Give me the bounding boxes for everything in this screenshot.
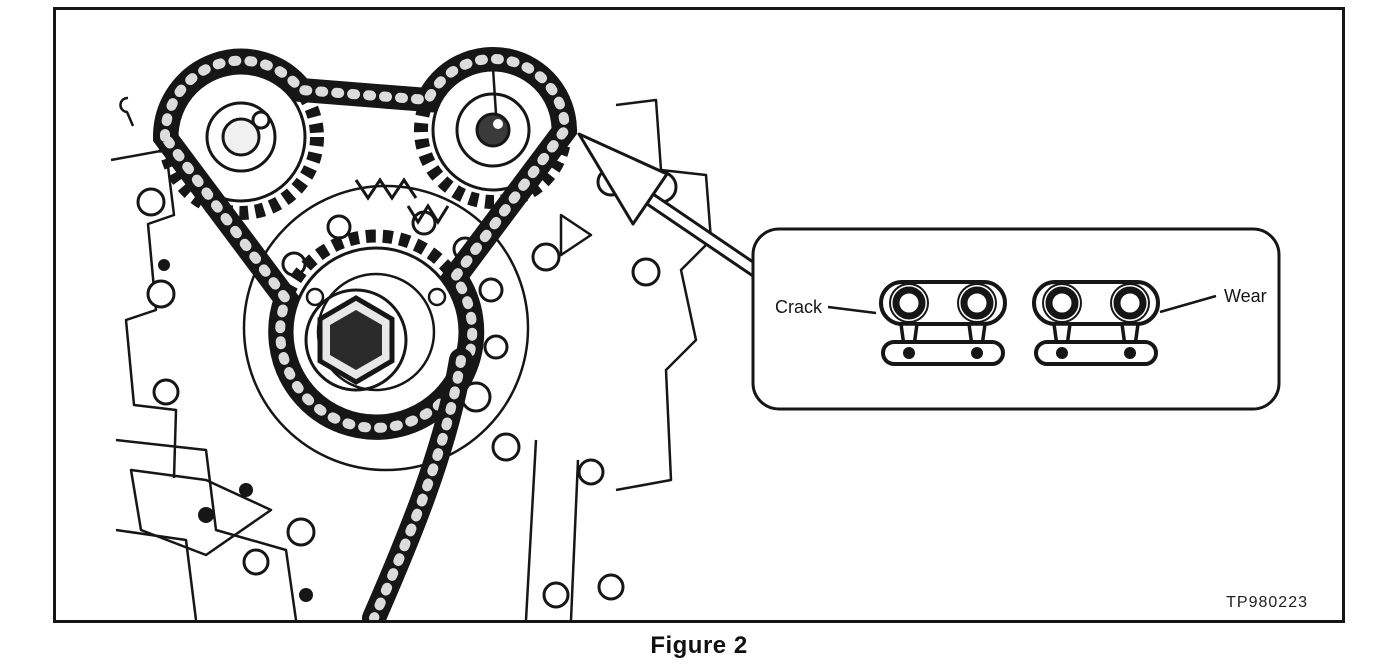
crack-label: Crack [775,297,823,317]
leader-line-wear [1159,294,1217,314]
arrow-shaft [645,192,755,278]
tensioner-teeth [354,177,450,225]
arrow-head [577,132,669,226]
timing-chain [152,46,578,620]
dark-bolt-dots [158,259,313,602]
arrow-pointer [577,132,755,278]
part-number: TP980223 [1226,594,1308,611]
leader-line-crack [827,305,877,315]
camshaft-sprocket-left [158,54,324,220]
engine-timing-chain-diagram: Crack Wear TP980223 [110,46,1308,620]
figure-caption: Figure 2 [650,632,748,659]
callout-box: Crack Wear [751,227,1281,411]
engine-block-linework [110,96,713,620]
wear-label: Wear [1224,286,1267,306]
figure-frame: Crack Wear TP980223 [53,7,1345,623]
chain-link-wear [1034,282,1158,364]
chain-link-crack [881,282,1005,364]
crankshaft-hex-bolt [304,288,408,392]
